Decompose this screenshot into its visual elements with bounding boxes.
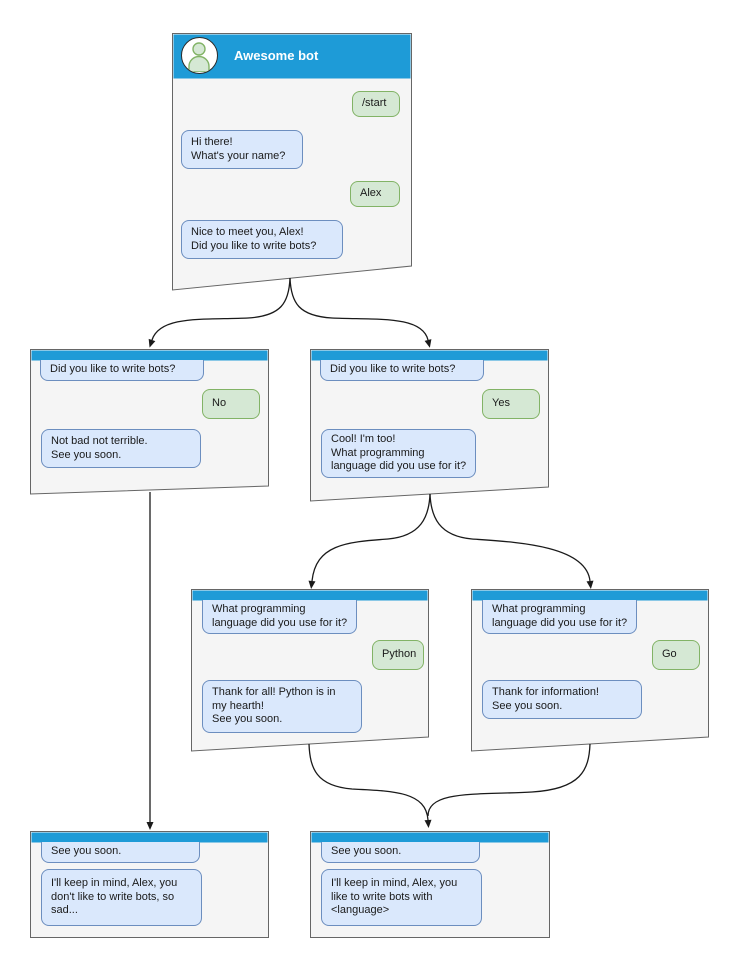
connector-main-to-no: [148, 277, 291, 348]
bot-bubble-question: What programming language did you use fo…: [202, 600, 358, 634]
chat-window-end-yes: See you soon. I'll keep in mind, Alex, y…: [310, 832, 549, 938]
person-icon: [181, 37, 218, 74]
connector-yes-to-go: [429, 493, 594, 589]
connector-yes-to-python: [308, 493, 431, 589]
chat-window-python-branch: What programming language did you use fo…: [192, 590, 429, 751]
bot-bubble-greeting: Hi there! What's your name?: [181, 130, 303, 169]
bot-bubble-see-you: See you soon.: [321, 842, 480, 863]
bot-bubble-reply: Thank for all! Python is in my hearth! S…: [202, 680, 362, 733]
connector-main-to-yes: [289, 277, 432, 348]
bot-bubble-question: Did you like to write bots?: [320, 360, 484, 381]
user-bubble-python: Python: [372, 640, 424, 670]
chat-window-main: Awesome bot /start Hi there! What's your…: [172, 33, 412, 290]
user-bubble-start-command: /start: [352, 91, 400, 117]
window-title: Awesome bot: [234, 48, 319, 63]
user-bubble-go: Go: [652, 640, 700, 670]
chat-window-end-no: See you soon. I'll keep in mind, Alex, y…: [30, 832, 268, 938]
window-titlebar: Awesome bot: [172, 33, 412, 78]
chat-window-go-branch: What programming language did you use fo…: [472, 590, 709, 751]
bot-bubble-reply: Not bad not terrible. See you soon.: [41, 429, 201, 468]
user-bubble-name: Alex: [350, 181, 400, 207]
bot-bubble-summary: I'll keep in mind, Alex, you like to wri…: [321, 869, 482, 926]
user-bubble-no: No: [202, 389, 260, 419]
bot-bubble-reply: Thank for information! See you soon.: [482, 680, 642, 719]
chat-window-no-branch: Did you like to write bots? No Not bad n…: [31, 350, 268, 494]
bot-bubble-summary: I'll keep in mind, Alex, you don't like …: [41, 869, 202, 926]
bot-bubble-question: What programming language did you use fo…: [482, 600, 638, 634]
bot-bubble-see-you: See you soon.: [41, 842, 200, 863]
bot-bubble-ask-write-bots: Nice to meet you, Alex! Did you like to …: [181, 220, 343, 259]
connector-go-to-end: [427, 743, 591, 817]
bot-bubble-question: Did you like to write bots?: [40, 360, 204, 381]
connector-python-to-end: [308, 743, 432, 828]
bot-bubble-reply: Cool! I'm too! What programming language…: [321, 429, 477, 478]
chat-window-yes-branch: Did you like to write bots? Yes Cool! I'…: [311, 350, 548, 501]
user-bubble-yes: Yes: [482, 389, 540, 419]
